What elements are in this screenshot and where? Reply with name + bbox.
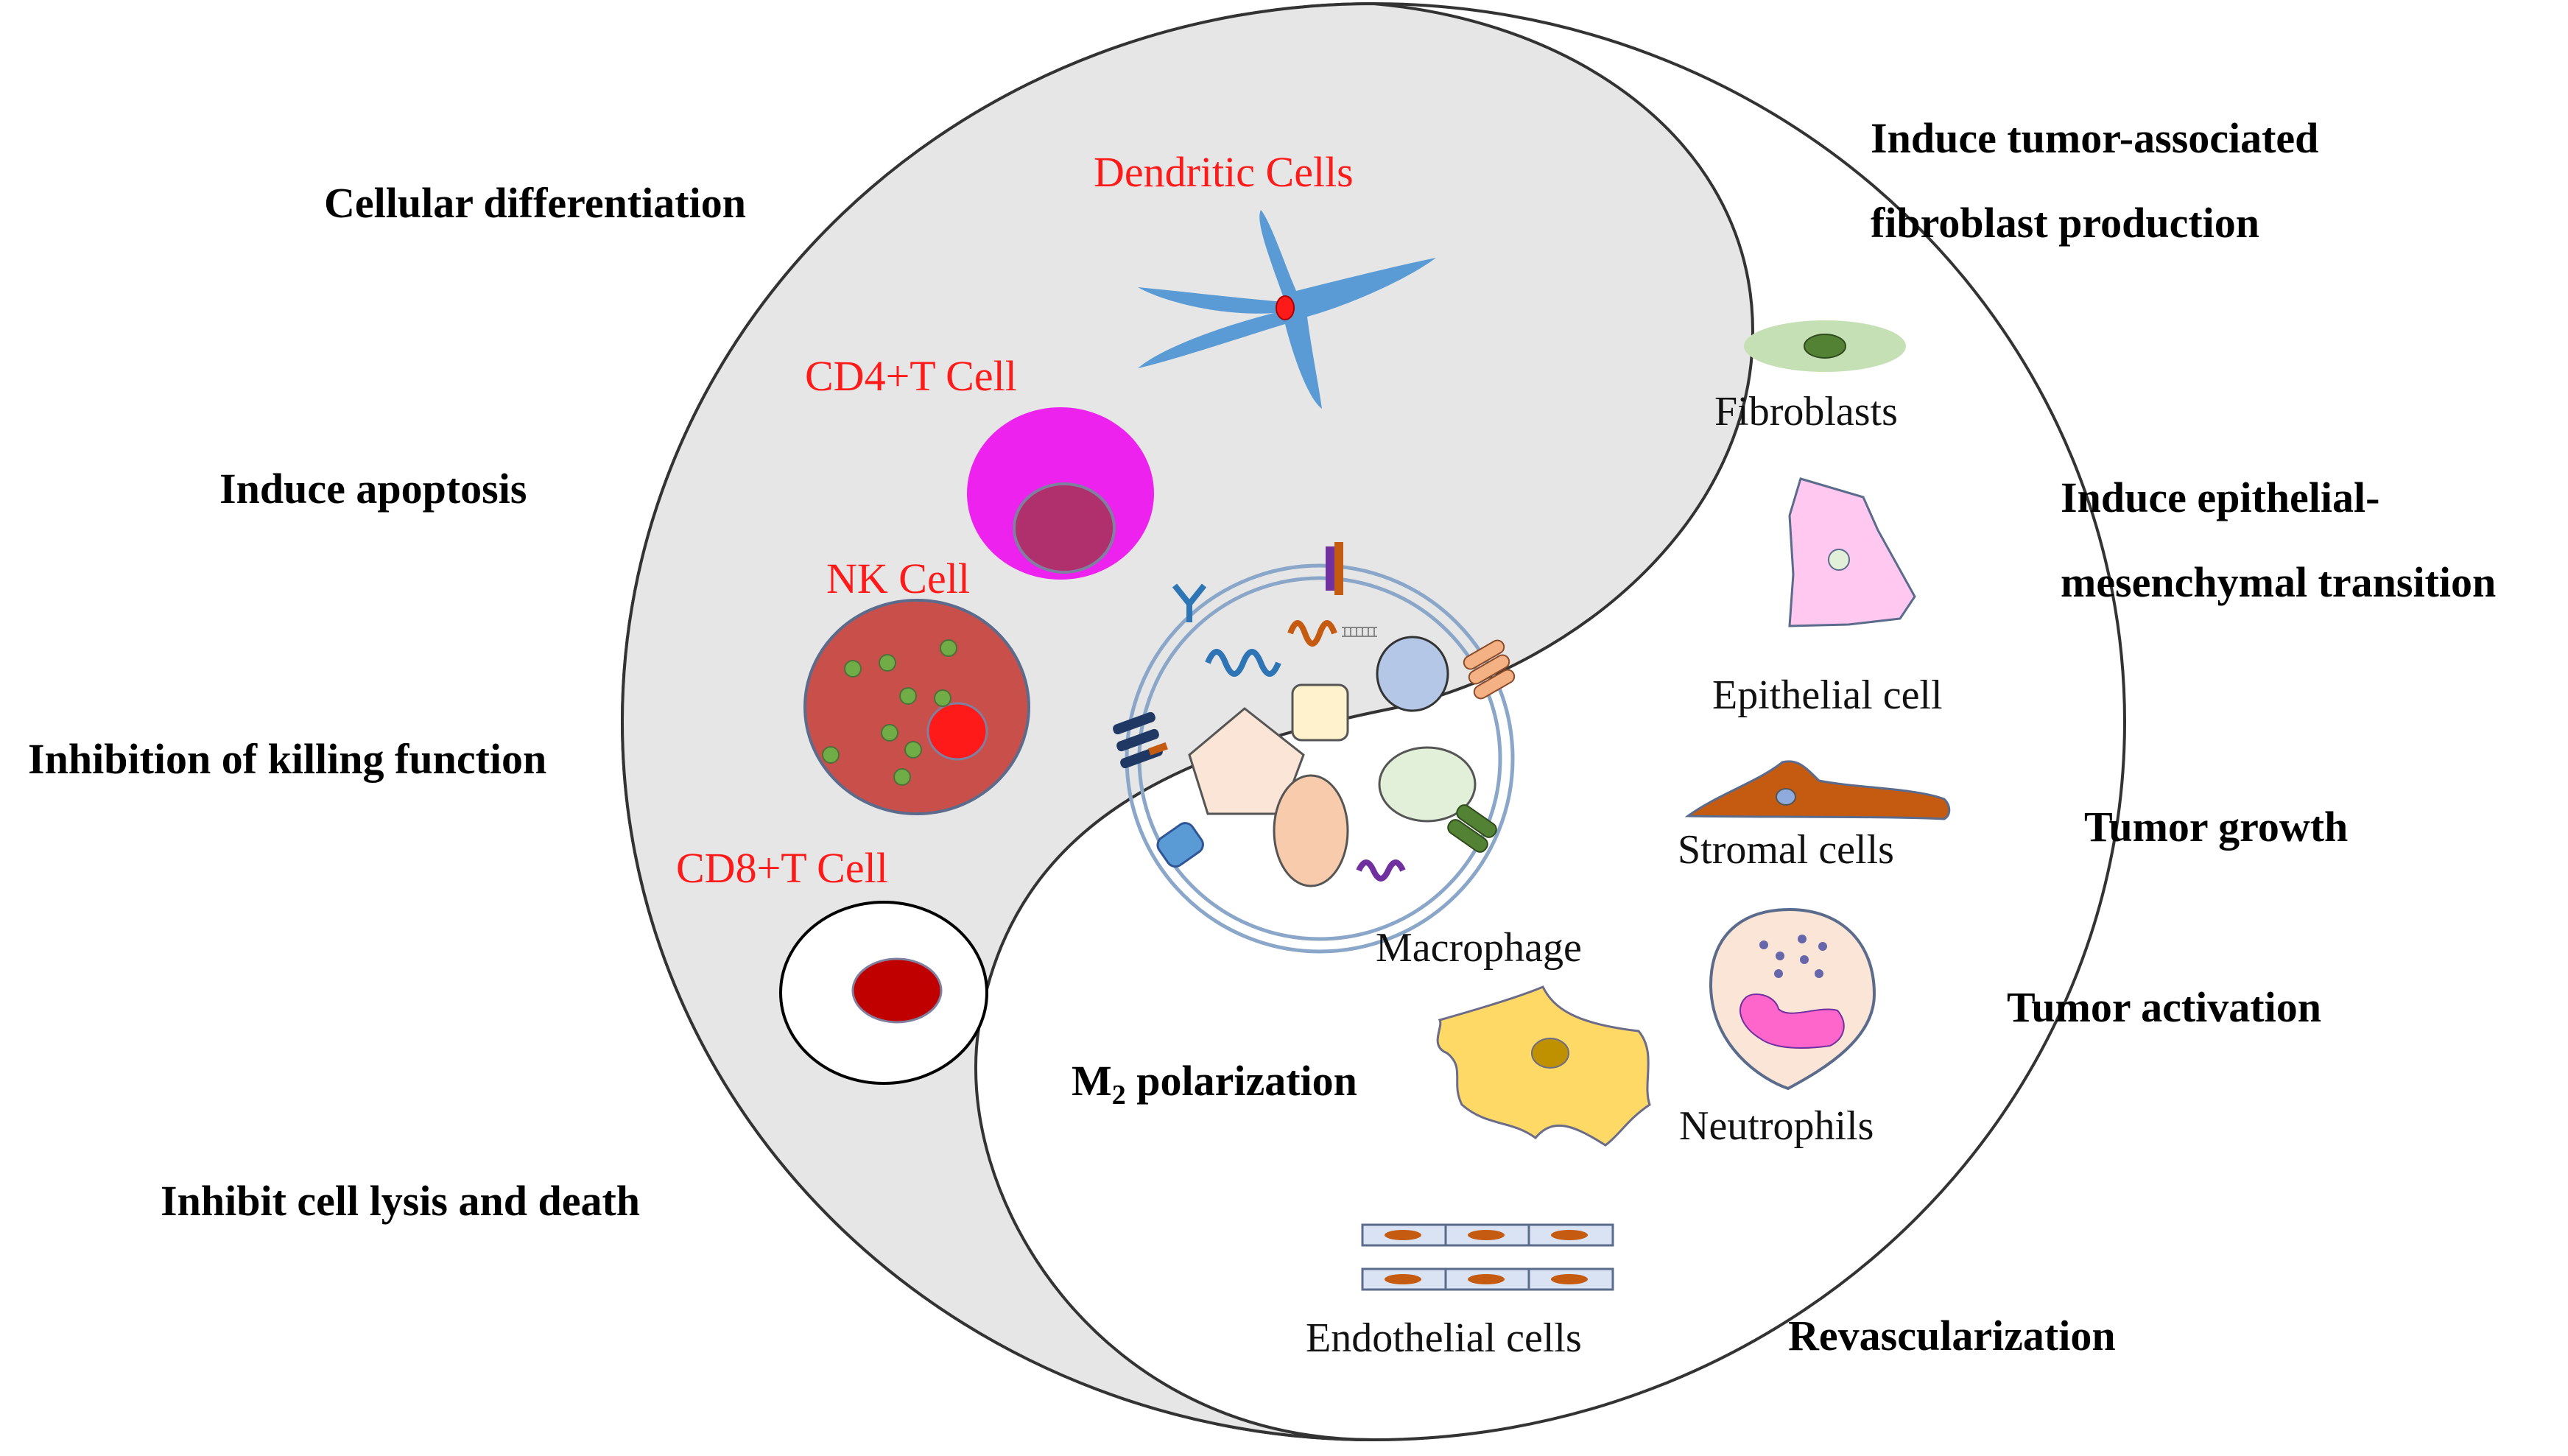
macrophage-nucleus [1531,1038,1569,1069]
label-emt-1: Induce epithelial- [2061,474,2379,521]
label-tumor-fibroblast-1: Induce tumor-associated [1871,114,2318,162]
stromal-cell-shape [1684,760,1951,820]
fibroblast-nucleus [1804,334,1846,359]
label-tumor-fibroblast-2: fibroblast production [1871,199,2259,247]
epithelial-nucleus [1828,549,1850,571]
cd8-cell-nucleus [851,957,943,1024]
neutrophil-nucleus [1739,993,1845,1049]
neutrophil-granules [1759,935,1827,978]
endothelial-cells [1361,1223,1614,1291]
dendritic-nucleus [1276,295,1295,320]
label-tumor-activation: Tumor activation [2007,983,2321,1031]
label-revascularization: Revascularization [1788,1312,2116,1360]
label-cellular-differentiation: Cellular differentiation [324,179,746,227]
label-cd4-t-cell: CD4+T Cell [805,352,1017,400]
label-m2-polarization: M2 polarization [1072,1057,1357,1111]
label-inhibit-lysis: Inhibit cell lysis and death [161,1177,640,1225]
label-fibroblasts: Fibroblasts [1714,389,1898,435]
label-inhibition-killing: Inhibition of killing function [28,735,546,783]
label-induce-apoptosis: Induce apoptosis [219,465,527,513]
label-emt-2: mesenchymal transition [2061,558,2496,606]
label-endothelial-cells: Endothelial cells [1306,1315,1582,1361]
exosome-vesicle [1113,542,1516,954]
nk-cell-body [803,599,1030,815]
epithelial-cell-shape [1788,477,1916,627]
label-dendritic-cells: Dendritic Cells [1094,148,1354,196]
label-stromal-cells: Stromal cells [1678,827,1894,873]
label-macrophage: Macrophage [1376,925,1582,971]
cd4-cell-nucleus [1013,482,1116,574]
label-nk-cell: NK Cell [826,555,970,602]
nk-granules [822,639,957,786]
label-epithelial-cell: Epithelial cell [1712,672,1943,718]
stromal-nucleus [1776,788,1796,806]
label-neutrophils: Neutrophils [1679,1103,1874,1149]
label-cd8-t-cell: CD8+T Cell [676,844,888,892]
nk-cell-nucleus [926,702,988,761]
label-tumor-growth: Tumor growth [2084,803,2348,851]
